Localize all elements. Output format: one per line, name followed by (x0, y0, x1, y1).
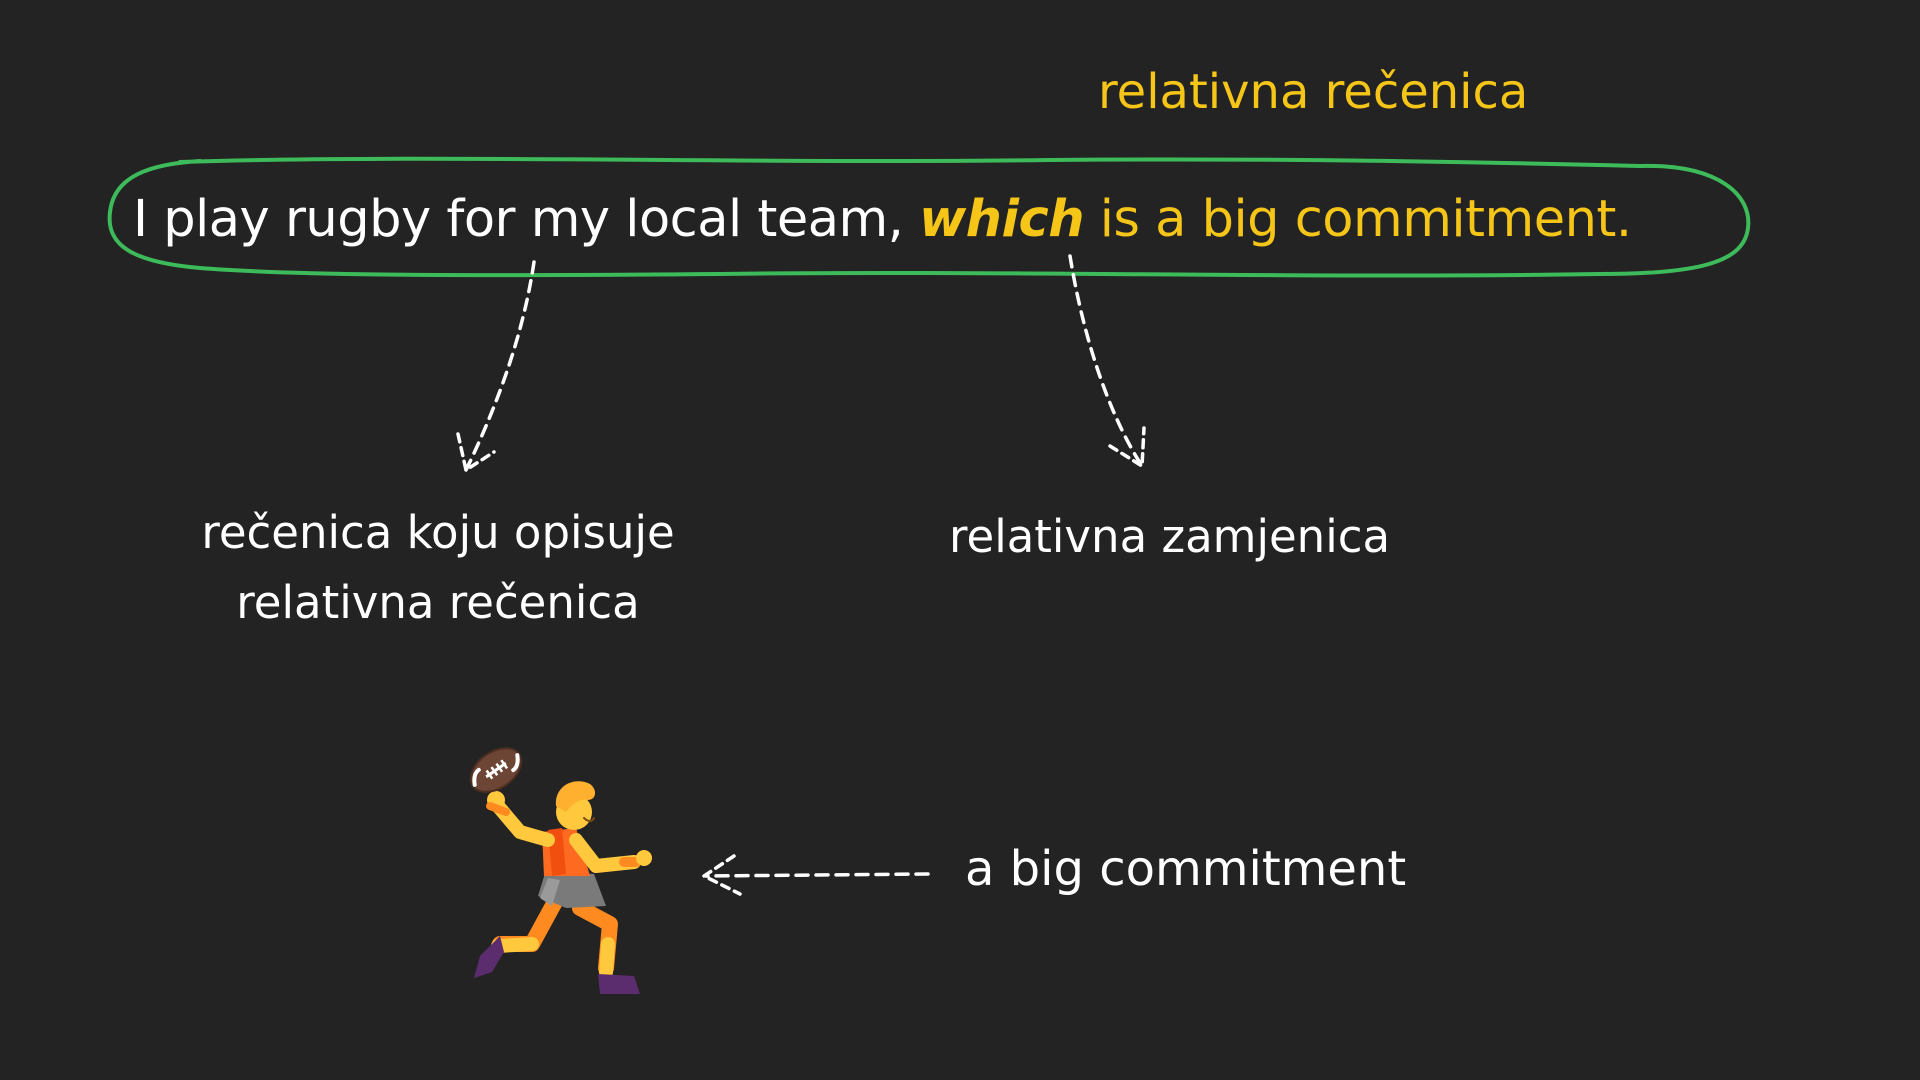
relative-clause-rest-text: is a big commitment. (1084, 190, 1632, 249)
relative-pronoun-text: which (919, 190, 1085, 249)
relative-clause-label: relativna rečenica (1098, 64, 1529, 120)
example-sentence: I play rugby for my local team, which is… (133, 194, 1632, 245)
main-clause-label-line2: relativna rečenica (236, 576, 640, 629)
commitment-label: a big commitment (965, 841, 1407, 897)
main-clause-text: I play rugby for my local team, (133, 190, 920, 249)
main-clause-arrow (456, 260, 536, 473)
rugby-player-icon (469, 747, 652, 994)
pronoun-arrow (1068, 254, 1146, 470)
main-clause-label-line1: rečenica koju opisuje (201, 506, 675, 559)
sentence-outline (107, 156, 1751, 278)
relative-pronoun-label: relativna zamjenica (949, 510, 1391, 563)
commitment-arrow (700, 854, 930, 896)
